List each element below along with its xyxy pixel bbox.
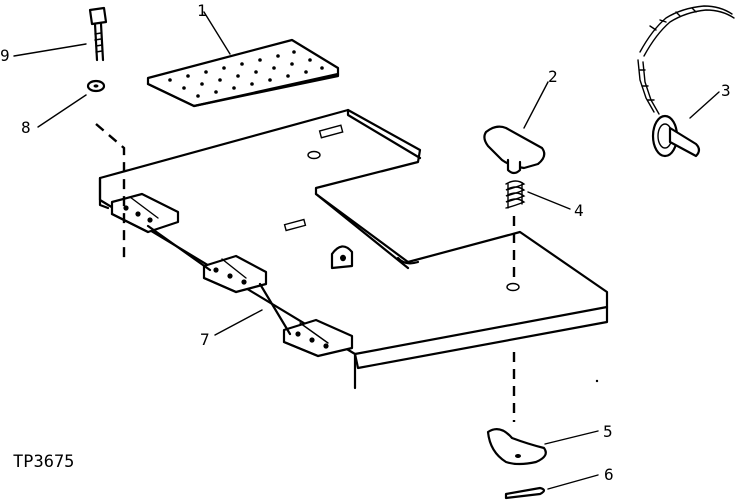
- callout-5: 5: [603, 422, 613, 441]
- callout-8: 8: [21, 118, 31, 137]
- callout-2: 2: [548, 67, 558, 86]
- washer: [86, 79, 106, 93]
- hinge-middle: [202, 254, 268, 294]
- hinge-rod: [146, 224, 292, 336]
- spring: [505, 180, 526, 209]
- callout-4: 4: [574, 201, 584, 220]
- hinge-upper: [110, 192, 180, 234]
- figure-id: TP3675: [13, 452, 74, 472]
- callout-7: 7: [200, 330, 210, 349]
- lanyard-chain: [637, 5, 735, 158]
- bolt: [88, 6, 108, 62]
- callout-leaders: [13, 11, 720, 490]
- callout-6: 6: [604, 465, 614, 484]
- callout-labels: 1 2 3 4 5 6 7 8 9: [0, 1, 731, 484]
- callout-1: 1: [197, 1, 207, 20]
- callout-3: 3: [721, 81, 731, 100]
- floor-plate: [98, 108, 609, 390]
- knob: [483, 125, 546, 175]
- latch: [486, 427, 547, 466]
- callout-9: 9: [0, 46, 10, 65]
- cotter-pin: [504, 486, 546, 500]
- assembly-line-bolt: [95, 123, 126, 260]
- hinge-lower: [282, 318, 354, 358]
- floor-mat: [146, 38, 340, 108]
